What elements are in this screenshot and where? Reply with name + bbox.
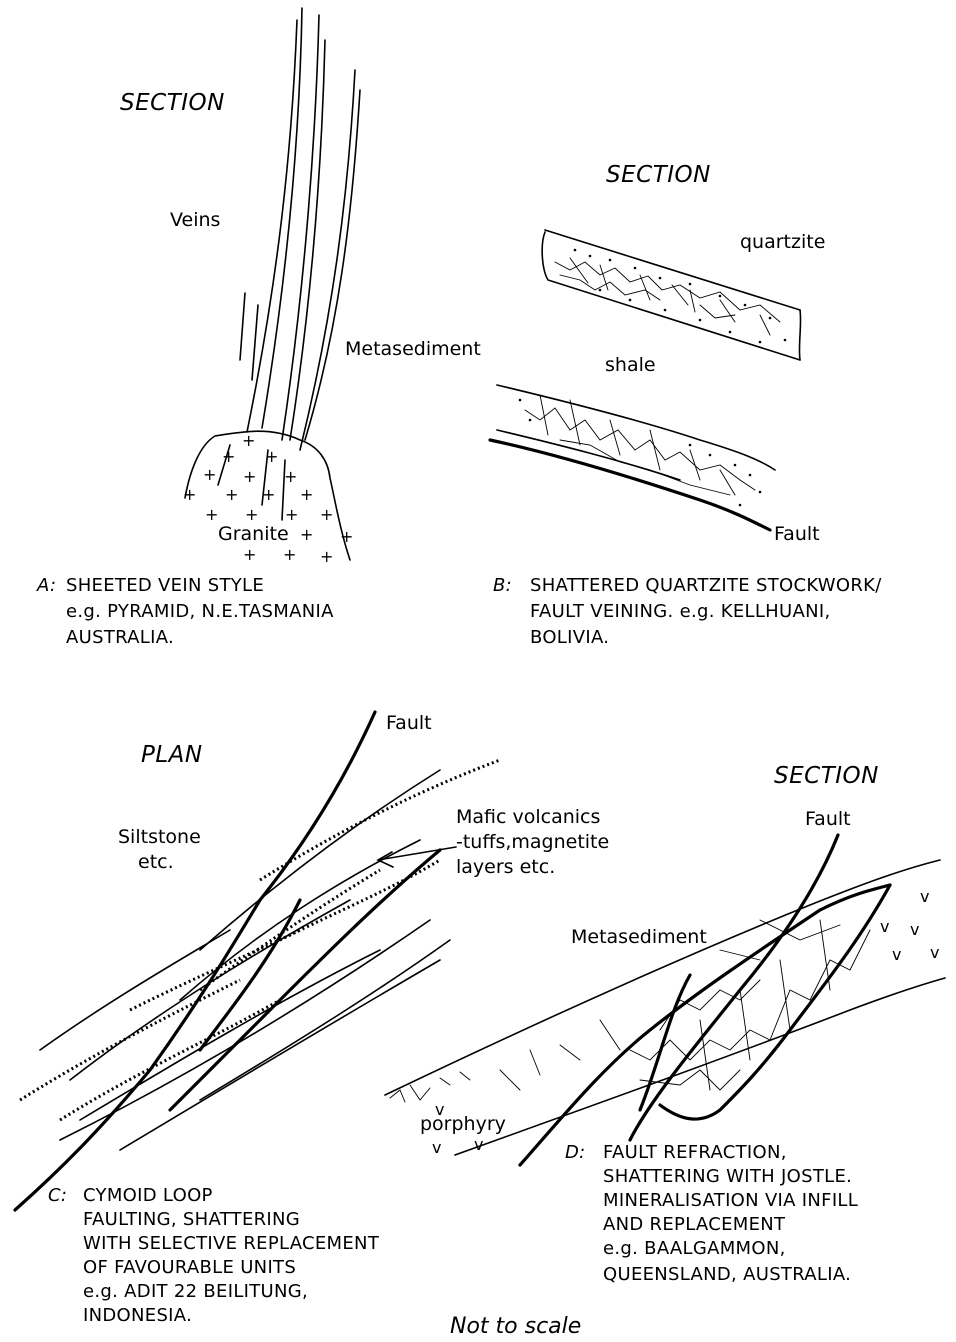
- panel-a-caption: A: SHEETED VEIN STYLE e.g. PYRAMID, N.E.…: [36, 575, 334, 648]
- granite-label: Granite: [218, 523, 289, 545]
- caption-d-line-4: AND REPLACEMENT: [603, 1214, 786, 1235]
- svg-text:+: +: [243, 545, 256, 564]
- caption-b-line-3: BOLIVIA.: [530, 627, 609, 648]
- caption-d-letter: D:: [565, 1142, 586, 1163]
- svg-text:+: +: [262, 485, 275, 504]
- caption-a-letter: A:: [36, 575, 56, 596]
- caption-c-line-6: INDONESIA.: [83, 1305, 192, 1326]
- panel-c-caption: C: CYMOID LOOP FAULTING, SHATTERING WITH…: [48, 1185, 380, 1326]
- panel-b-shattered-quartzite: SECTION quartzite shale Fault: [490, 162, 882, 648]
- panel-c-cymoid-loop: PLAN Fault Siltstone etc. Mafic volcanic…: [15, 712, 609, 1326]
- caption-c-line-5: e.g. ADIT 22 BEILITUNG,: [83, 1281, 308, 1302]
- caption-a-line-3: AUSTRALIA.: [66, 627, 174, 648]
- svg-text:+: +: [320, 547, 333, 566]
- siltstone-label-2: etc.: [138, 851, 174, 873]
- quartzite-stockwork: [555, 258, 780, 335]
- svg-text:+: +: [222, 447, 235, 466]
- svg-text:+: +: [225, 485, 238, 504]
- shale-bed: [497, 385, 775, 480]
- caption-c-letter: C:: [48, 1185, 67, 1206]
- svg-text:+: +: [285, 505, 298, 524]
- caption-d-line-2: SHATTERING WITH JOSTLE.: [603, 1166, 852, 1187]
- svg-text:+: +: [284, 467, 297, 486]
- caption-c-line-3: WITH SELECTIVE REPLACEMENT: [83, 1233, 380, 1254]
- porphyry-label: porphyry: [420, 1113, 506, 1135]
- shale-label: shale: [605, 354, 656, 376]
- panel-a-title: SECTION: [120, 90, 225, 116]
- mafic-label-3: layers etc.: [456, 856, 555, 878]
- caption-a-line-1: SHEETED VEIN STYLE: [66, 575, 264, 596]
- svg-text:v: v: [920, 887, 929, 906]
- caption-b-line-1: SHATTERED QUARTZITE STOCKWORK/: [530, 575, 882, 596]
- siltstone-label: Siltstone: [118, 826, 201, 848]
- caption-d-line-1: FAULT REFRACTION,: [603, 1142, 787, 1163]
- caption-d-line-6: QUEENSLAND, AUSTRALIA.: [603, 1264, 851, 1285]
- svg-text:v: v: [910, 920, 919, 939]
- caption-a-line-2: e.g. PYRAMID, N.E.TASMANIA: [66, 601, 334, 622]
- svg-text:+: +: [242, 431, 255, 450]
- not-to-scale-note: Not to scale: [450, 1314, 581, 1339]
- svg-text:v: v: [435, 1100, 444, 1119]
- caption-c-line-4: OF FAVOURABLE UNITS: [83, 1257, 296, 1278]
- panel-c-title: PLAN: [141, 742, 203, 768]
- svg-text:+: +: [300, 525, 313, 544]
- caption-c-line-2: FAULTING, SHATTERING: [83, 1209, 300, 1230]
- mafic-label-2: -tuffs,magnetite: [456, 831, 609, 853]
- metasediment-label-a: Metasediment: [345, 338, 481, 360]
- caption-d-line-5: e.g. BAALGAMMON,: [603, 1238, 786, 1259]
- shale-dots: [519, 399, 762, 507]
- svg-text:v: v: [892, 945, 901, 964]
- svg-text:+: +: [283, 545, 296, 564]
- granite-crosses: +++ +++ ++++ ++++ ++ +++: [183, 431, 353, 566]
- panel-b-title: SECTION: [606, 162, 711, 188]
- panel-a-sheeted-vein: SECTION Veins Metasediment +++ +++ ++++ …: [36, 8, 481, 648]
- svg-text:+: +: [300, 485, 313, 504]
- fault-line-b: [490, 440, 770, 530]
- svg-text:+: +: [203, 465, 216, 484]
- metasediment-bed: [385, 860, 945, 1155]
- sheeted-veins: [218, 8, 360, 520]
- mafic-label-1: Mafic volcanics: [456, 806, 600, 828]
- mafic-arrow: [378, 847, 456, 867]
- caption-b-line-2: FAULT VEINING. e.g. KELLHUANI,: [530, 601, 831, 622]
- svg-text:+: +: [320, 505, 333, 524]
- fault-label-d: Fault: [805, 808, 851, 830]
- fault-label-c: Fault: [386, 712, 432, 734]
- caption-c-line-1: CYMOID LOOP: [83, 1185, 213, 1206]
- svg-text:v: v: [930, 943, 939, 962]
- svg-text:+: +: [243, 467, 256, 486]
- svg-text:v: v: [880, 917, 889, 936]
- caption-b-letter: B:: [493, 575, 512, 596]
- svg-text:+: +: [245, 505, 258, 524]
- svg-text:+: +: [205, 505, 218, 524]
- fault-label-b: Fault: [774, 523, 820, 545]
- svg-text:+: +: [340, 527, 353, 546]
- panel-b-caption: B: SHATTERED QUARTZITE STOCKWORK/ FAULT …: [493, 575, 882, 648]
- panel-d-caption: D: FAULT REFRACTION, SHATTERING WITH JOS…: [565, 1142, 858, 1285]
- svg-text:v: v: [474, 1135, 483, 1154]
- svg-text:+: +: [183, 485, 196, 504]
- quartzite-label: quartzite: [740, 231, 825, 253]
- panel-d-title: SECTION: [774, 763, 879, 789]
- svg-text:+: +: [265, 447, 278, 466]
- veins-label: Veins: [170, 209, 220, 231]
- fault-d: [520, 835, 890, 1165]
- metasediment-label-d: Metasediment: [571, 926, 707, 948]
- caption-d-line-3: MINERALISATION VIA INFILL: [603, 1190, 858, 1211]
- svg-text:v: v: [432, 1138, 441, 1157]
